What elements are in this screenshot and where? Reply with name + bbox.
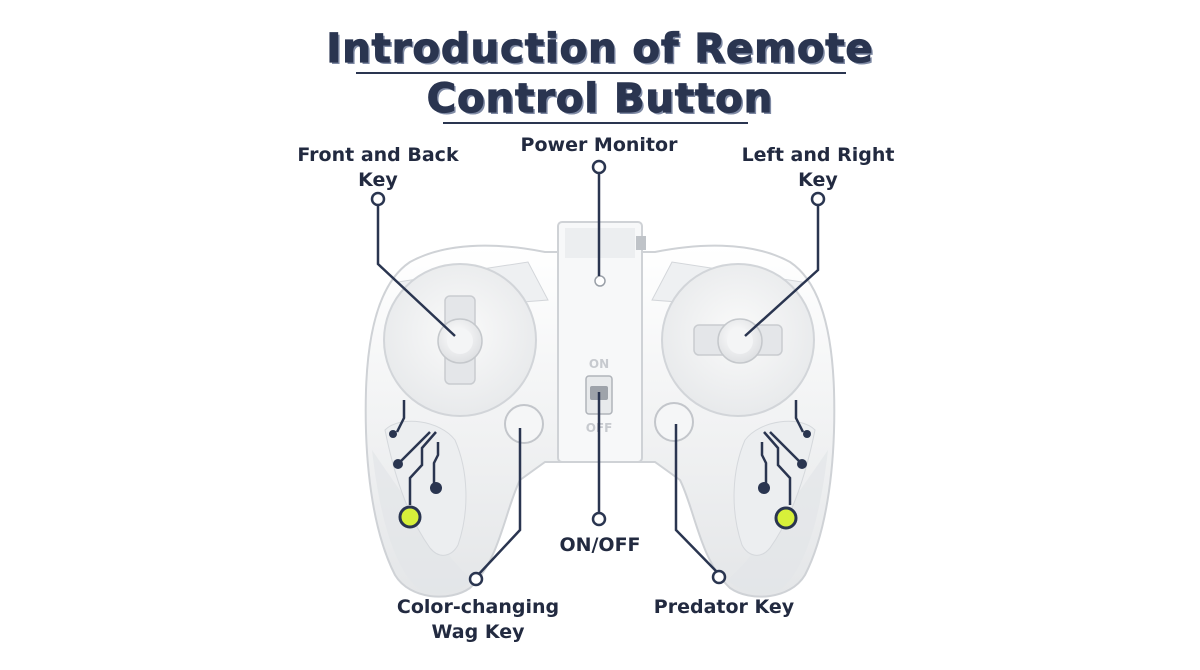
right-joystick[interactable] <box>661 263 815 417</box>
label-front-back-key: Front and Back Key <box>297 144 459 191</box>
center-module: ON OFF <box>557 221 646 463</box>
color-wag-leader <box>477 428 522 576</box>
predator-button[interactable] <box>654 402 694 442</box>
diagram-title-line-2: Control Button <box>426 75 774 122</box>
front-back-leader <box>376 205 456 337</box>
right-indicator-light <box>774 506 798 530</box>
left-joystick[interactable] <box>383 263 537 417</box>
label-on-off: ON/OFF <box>559 534 641 556</box>
diagram-title-line-1: Introduction of Remote <box>326 25 874 72</box>
left-circuit-decoration <box>395 400 440 505</box>
right-circuit-decoration <box>760 400 805 505</box>
power-monitor-led <box>594 275 606 287</box>
left-right-leader <box>744 205 820 337</box>
label-power-monitor: Power Monitor <box>520 134 678 156</box>
leader-endpoints <box>370 159 826 587</box>
label-predator-key: Predator Key <box>653 596 795 618</box>
left-indicator-light <box>398 505 422 529</box>
color-changing-wag-button[interactable] <box>504 404 544 444</box>
right-circuit-nodes <box>758 430 811 530</box>
title-underlines <box>356 72 846 124</box>
label-left-right-key: Left and Right Key <box>741 144 895 191</box>
label-color-changing-wag-key: Color-changing Wag Key <box>396 596 560 643</box>
switch-on-text: ON <box>589 357 609 371</box>
predator-leader <box>674 424 717 572</box>
leader-lines <box>376 173 820 576</box>
left-circuit-nodes <box>389 430 442 529</box>
